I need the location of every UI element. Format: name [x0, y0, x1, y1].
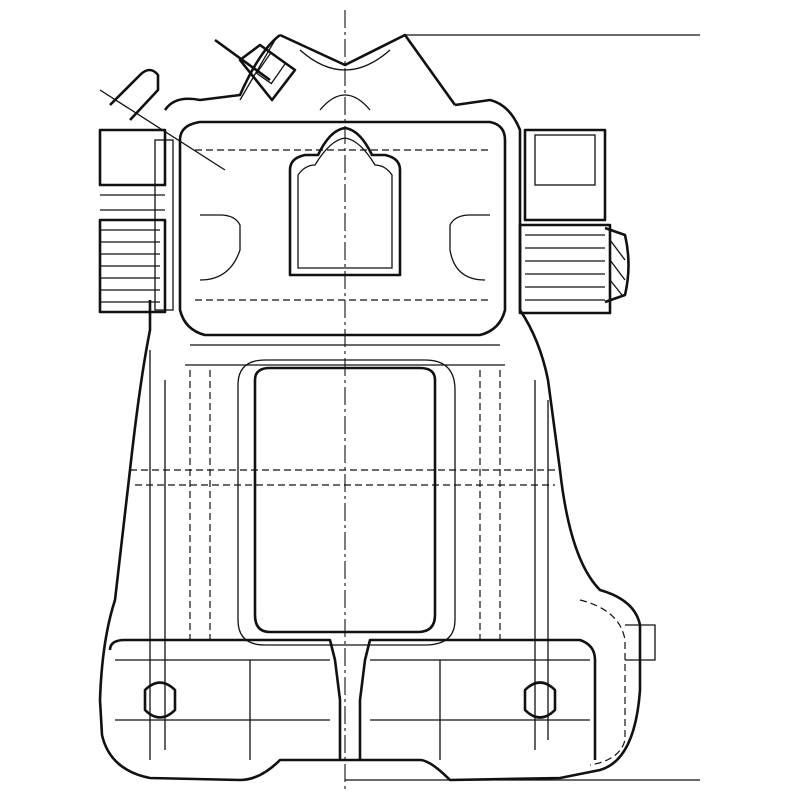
center-window [253, 366, 437, 634]
hidden-lines-upper [195, 149, 490, 301]
right-bleed-fitting [518, 128, 630, 315]
bottom-flange [108, 638, 597, 760]
bleeder-screw [214, 38, 297, 102]
bottom-flange-detail [115, 659, 590, 760]
bore-bosses [199, 214, 490, 281]
top-bridge [279, 33, 457, 106]
left-mount-hole [143, 681, 177, 719]
right-mount-hole [523, 681, 557, 719]
center-pocket-inner [297, 137, 393, 269]
hidden-side-contour [579, 599, 626, 766]
upper-housing [178, 120, 507, 337]
window-outline [237, 359, 456, 646]
caliper-outline [98, 33, 642, 782]
side-boss [625, 624, 656, 661]
bridge-lines [185, 344, 505, 366]
left-bleed-fitting [98, 68, 226, 314]
center-pocket [288, 126, 402, 277]
hidden-lines-lower [130, 370, 560, 640]
top-bridge-detail [299, 49, 391, 111]
side-walls [149, 350, 549, 760]
